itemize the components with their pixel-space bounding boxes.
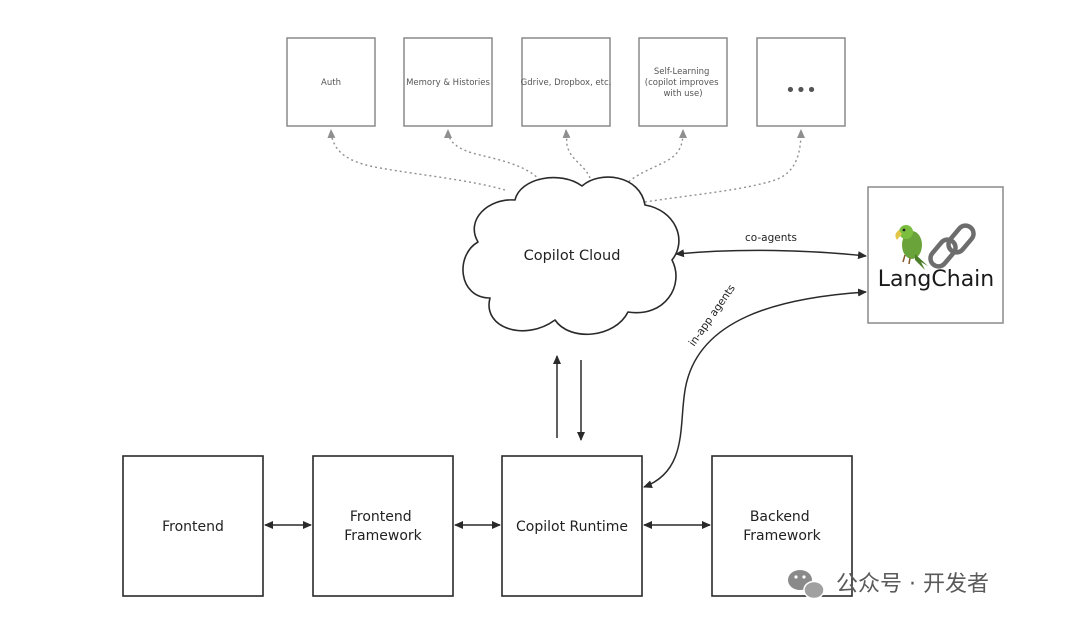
service-label-auth: Auth xyxy=(321,78,341,88)
co-agents-label: co-agents xyxy=(745,232,797,244)
frontend-label: Frontend xyxy=(162,519,224,535)
service-connectors xyxy=(327,129,805,203)
connector-self-learning xyxy=(624,129,687,186)
connector-storage xyxy=(562,129,591,179)
co-agents-arrow xyxy=(675,249,867,260)
frontend-framework-label: Frontend Framework xyxy=(344,509,422,544)
connector-more xyxy=(644,129,805,203)
service-box-storage: Gdrive, Dropbox, etc. xyxy=(521,37,612,127)
frontend-framework-box: Frontend Framework xyxy=(312,455,454,597)
backend-framework-box: Backend Framework xyxy=(711,455,853,597)
service-box-more: ••• xyxy=(756,37,846,127)
langchain-label: LangChain xyxy=(878,267,995,292)
frontend-box: Frontend xyxy=(122,455,264,597)
service-box-auth: Auth xyxy=(286,37,376,127)
watermark: 公众号 · 开发者 xyxy=(788,570,989,600)
co-agents-edge: co-agents xyxy=(675,232,867,260)
in-app-agents-arrow xyxy=(643,288,867,488)
copilot-runtime-label: Copilot Runtime xyxy=(516,519,628,535)
cloud-shape xyxy=(462,176,680,336)
connector-auth xyxy=(327,129,506,191)
langchain-box: LangChain xyxy=(867,186,1004,324)
wechat-icon xyxy=(788,570,825,600)
ellipsis-icon: ••• xyxy=(785,80,817,101)
copilot-cloud: Copilot Cloud xyxy=(462,176,680,336)
cloud-runtime-arrows xyxy=(553,355,585,441)
parrot-icon xyxy=(895,225,928,270)
service-label-storage: Gdrive, Dropbox, etc. xyxy=(521,78,612,88)
service-label-self-learning: Self-Learning (copilot improves with use… xyxy=(645,67,721,99)
service-box-self-learning: Self-Learning (copilot improves with use… xyxy=(638,37,728,127)
cloud-label: Copilot Cloud xyxy=(524,248,621,264)
copilot-runtime-box: Copilot Runtime xyxy=(501,455,643,597)
service-box-memory: Memory & Histories xyxy=(403,37,493,127)
watermark-text: 公众号 · 开发者 xyxy=(836,572,989,597)
backend-framework-label: Backend Framework xyxy=(743,509,821,544)
connector-memory xyxy=(444,129,541,181)
chain-link-icon xyxy=(928,223,976,269)
service-label-memory: Memory & Histories xyxy=(406,78,490,88)
